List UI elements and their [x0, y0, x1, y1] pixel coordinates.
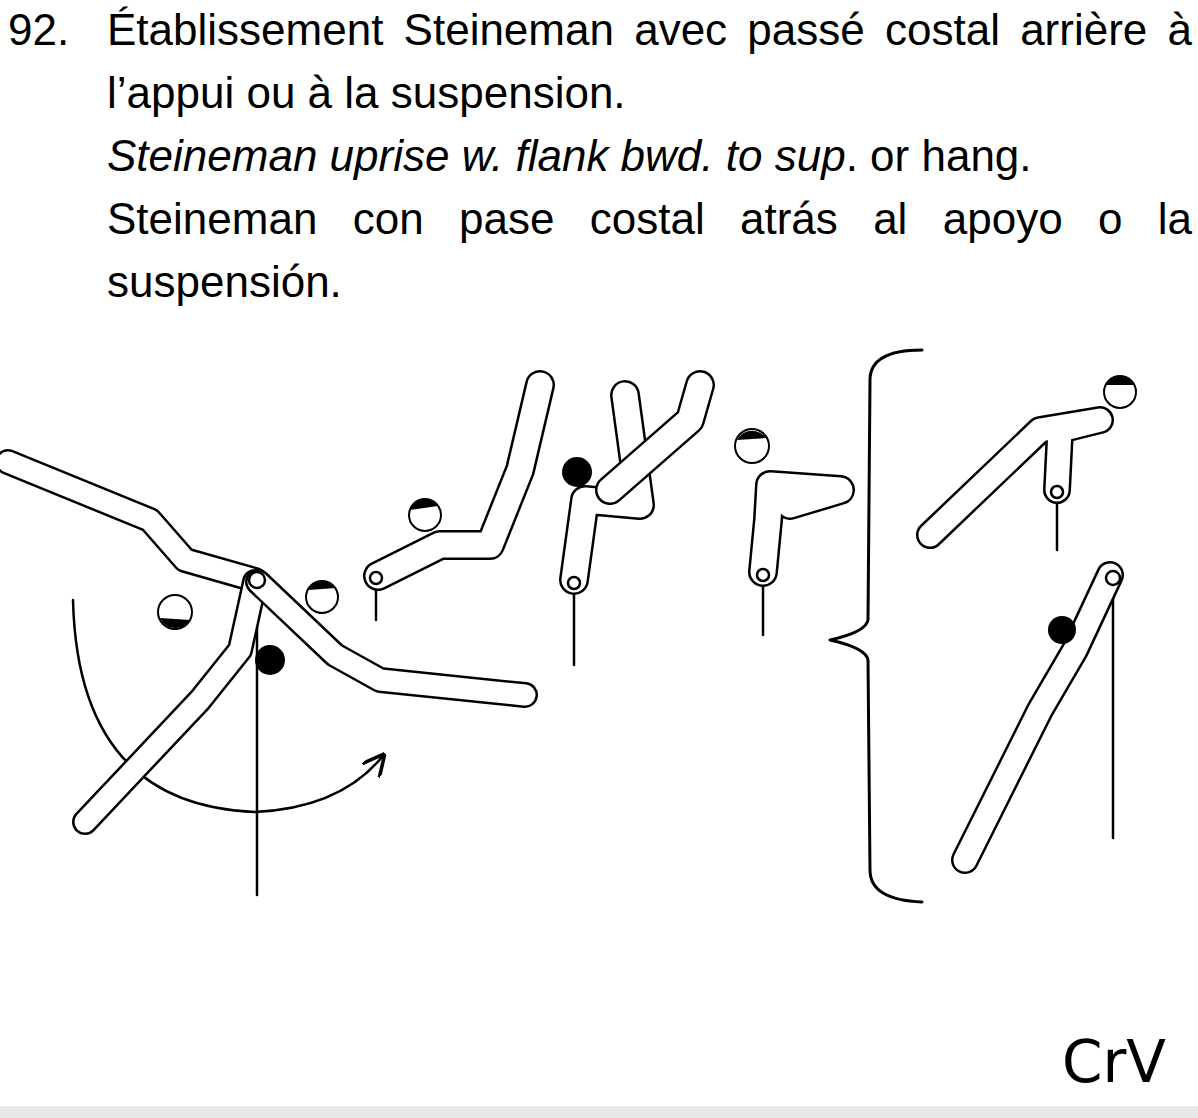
head: [409, 499, 441, 531]
gymnast-figure: [378, 385, 540, 576]
ring-strap: [573, 583, 576, 665]
gymnast-figure: [763, 485, 840, 572]
element-title: Établissement Steineman avec passé costa…: [107, 0, 1192, 124]
gymnast-figure: [574, 385, 700, 580]
head: [1104, 376, 1136, 408]
ring: [249, 572, 265, 588]
bottom-strip: [0, 1106, 1198, 1118]
element-number: 92.: [8, 0, 69, 61]
english-name: . or hang.: [846, 124, 1032, 187]
head: [735, 429, 769, 463]
author-signature: CrV: [1062, 1030, 1166, 1094]
head: [306, 581, 338, 613]
head: [255, 645, 285, 675]
ring-strap: [1112, 578, 1115, 838]
english-name: Steineman uprise w. flank bwd. to sup: [107, 124, 846, 187]
gymnast-figure: [8, 462, 525, 822]
spanish-name: Steineman con pase costal atrás al apoyo…: [107, 187, 1192, 313]
head: [562, 457, 592, 487]
gymnast-figure: [930, 420, 1100, 535]
head: [1048, 616, 1076, 644]
bracket: [830, 350, 922, 902]
head: [158, 595, 192, 629]
gymnast-figure: [965, 575, 1110, 860]
